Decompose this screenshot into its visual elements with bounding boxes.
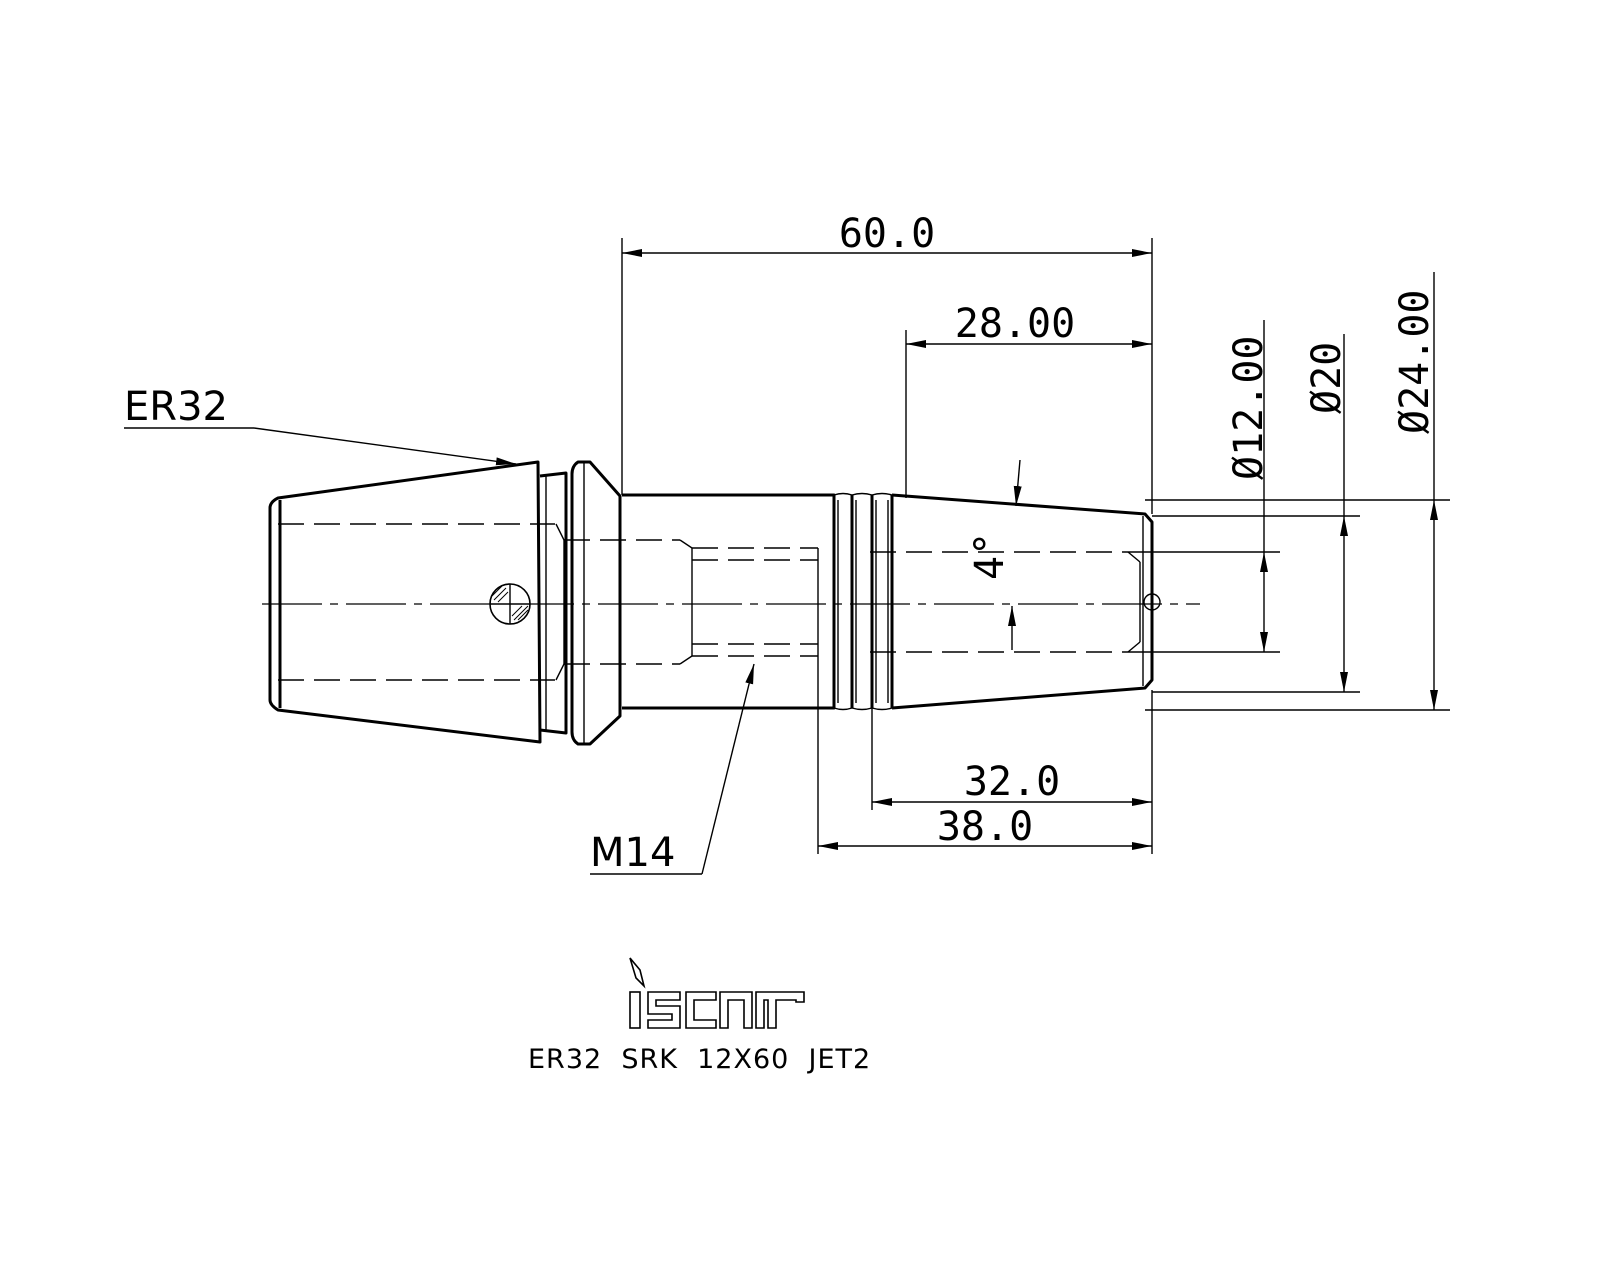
collet-cone: [268, 460, 542, 744]
hidden-features: [278, 523, 1141, 681]
manufacturer-logo: [629, 957, 805, 1029]
dim-taper-angle: 4°: [967, 459, 1022, 650]
dim-dia-bore: Ø12.00: [1226, 320, 1272, 652]
callout-collet-text: ER32: [124, 384, 228, 430]
callout-thread: M14: [590, 663, 755, 876]
dim-tip-length: 28.00: [906, 301, 1152, 348]
dim-text-dia12: Ø12.00: [1226, 336, 1272, 481]
extension-lines: [621, 238, 1450, 854]
part-number-text: ER32 SRK 12X60 JET2: [528, 1044, 871, 1075]
coolant-outlet: [1143, 593, 1161, 611]
dim-text-28: 28.00: [955, 301, 1075, 347]
shank-body: [622, 493, 836, 710]
callout-thread-text: M14: [590, 830, 675, 876]
dim-text-60: 60.0: [839, 211, 935, 257]
dim-length-a: 32.0: [872, 759, 1152, 806]
dim-text-38: 38.0: [937, 804, 1033, 850]
dim-text-angle: 4°: [967, 532, 1013, 580]
dim-text-dia20: Ø20: [1304, 342, 1350, 414]
dim-text-dia24: Ø24.00: [1392, 290, 1438, 435]
dim-dia-tip: Ø20: [1304, 334, 1350, 692]
dim-length-b: 38.0: [818, 804, 1152, 850]
center-of-mass-symbol: [489, 583, 531, 625]
shank-rings: [832, 492, 894, 711]
dim-text-32: 32.0: [964, 759, 1060, 805]
collet-groove-ring: [539, 471, 568, 735]
dim-dia-shank: Ø24.00: [1392, 272, 1438, 710]
dim-overall-length: 60.0: [622, 211, 1152, 257]
part-outline: [268, 460, 1161, 746]
nut-flange: [570, 460, 622, 746]
callout-collet: ER32: [124, 384, 517, 466]
tapered-tip: [891, 493, 1154, 710]
